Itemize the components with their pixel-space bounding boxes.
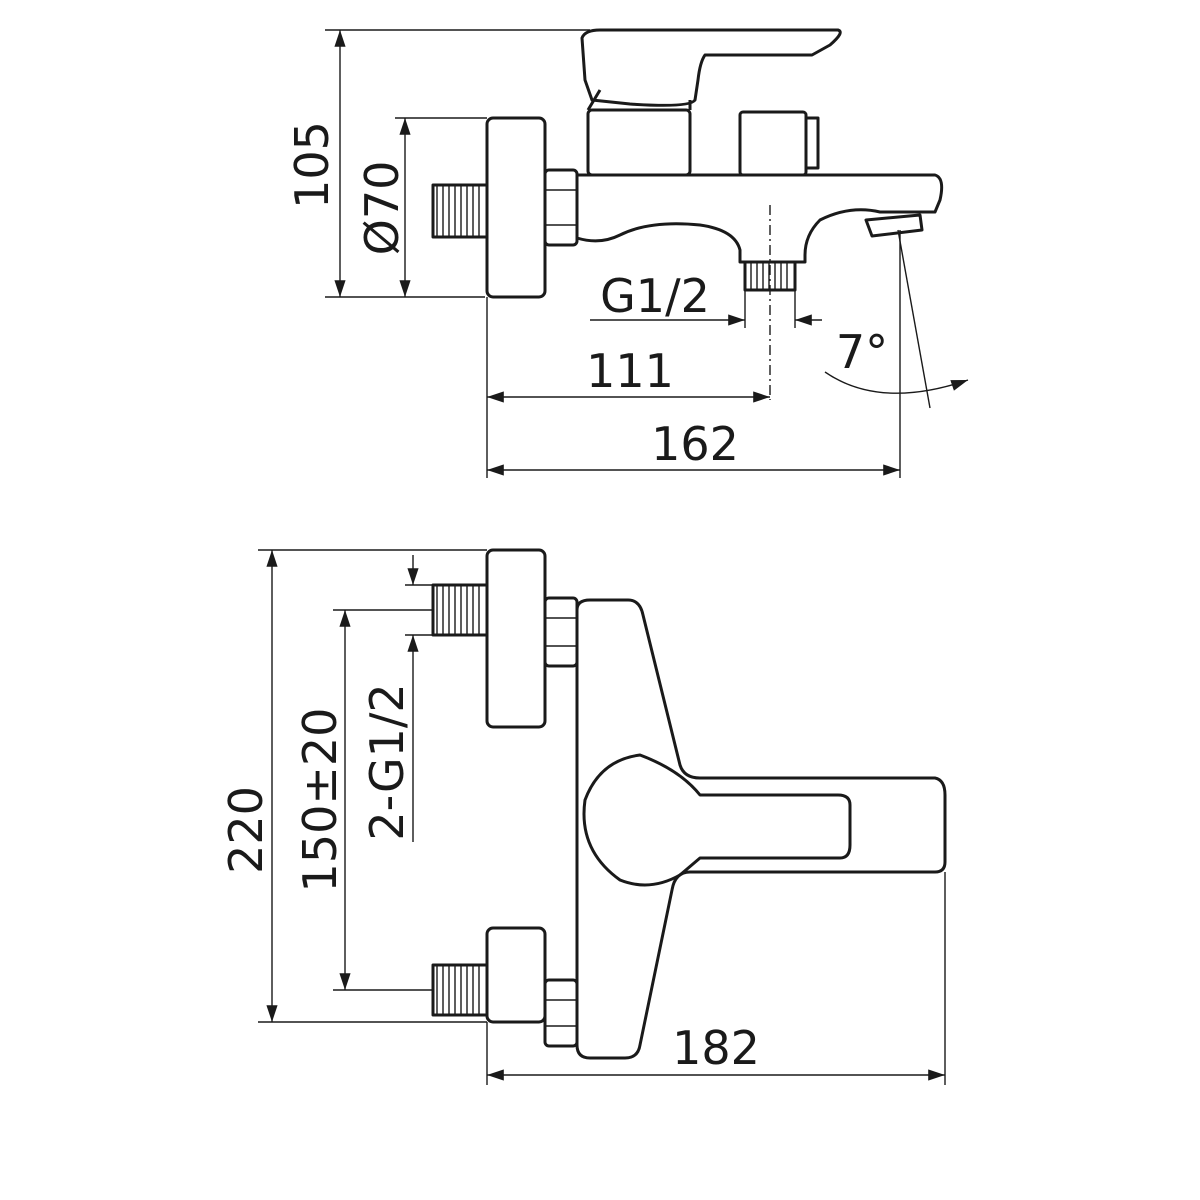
hex-nut-top	[543, 596, 579, 668]
wall-escutcheon	[485, 116, 547, 299]
dimension-center-distance: 150±20	[293, 609, 433, 991]
thread-pipe-top	[431, 583, 489, 637]
plate-diameter-label: Ø70	[355, 161, 409, 256]
lever-handle	[580, 28, 842, 107]
height-label: 105	[285, 121, 339, 209]
outlet-offset-label: 111	[586, 344, 674, 398]
total-height-label: 220	[219, 786, 273, 874]
aerator	[864, 213, 924, 238]
outlet-thread-label: G1/2	[600, 269, 710, 323]
side-view: 105 Ø70 G1/2 111 162	[285, 28, 969, 478]
thread-pipe-bottom	[431, 963, 489, 1017]
lever-front	[582, 753, 852, 887]
dimension-inlet-thread: 2-G1/2	[360, 555, 433, 842]
dimension-height: 105	[285, 29, 590, 298]
dimension-plate-diameter: Ø70	[355, 117, 487, 297]
projection-label: 162	[651, 417, 739, 471]
lever-neck	[586, 89, 692, 111]
wall-escutcheon-top	[485, 548, 547, 729]
center-distance-label: 150±20	[293, 708, 347, 893]
hex-nut-bottom	[543, 978, 579, 1048]
dimension-spout-angle: 7°	[824, 229, 969, 409]
dimension-projection: 162	[487, 230, 901, 478]
cartridge-housing	[586, 108, 692, 177]
dimension-outlet-offset: 111	[486, 297, 770, 478]
spout-angle-label: 7°	[836, 325, 888, 379]
diverter-knob	[738, 110, 820, 177]
width-label: 182	[672, 1021, 760, 1075]
inlet-thread-label: 2-G1/2	[360, 683, 414, 840]
dimension-total-height: 220	[219, 549, 487, 1023]
front-view: 220 150±20 2-G1/2 182	[219, 548, 947, 1085]
wall-escutcheon-bottom	[485, 926, 547, 1024]
thread-pipe	[431, 183, 489, 239]
dimension-width: 182	[486, 872, 946, 1085]
dimension-outlet-thread: G1/2	[590, 269, 822, 328]
mixer-body-front	[575, 598, 947, 1060]
hex-nut	[543, 168, 579, 247]
